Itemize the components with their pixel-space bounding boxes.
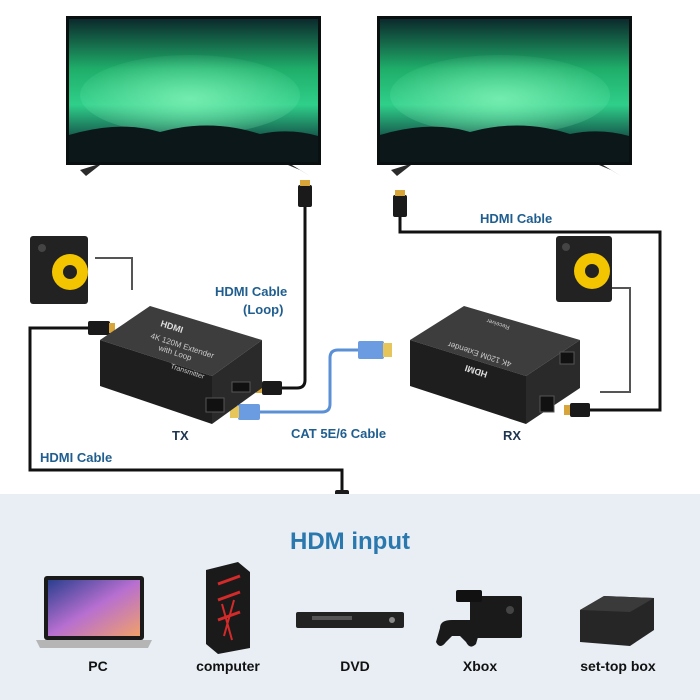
hdmi-cables (28, 205, 662, 492)
rj45-connectors (230, 341, 392, 420)
tx-device: HDMI 4K 120M Extender with Loop Transmit… (100, 306, 262, 424)
input-title: HDM input (290, 528, 410, 555)
label-loop: (Loop) (243, 302, 284, 317)
label-rx: RX (503, 428, 522, 443)
label-hdmi-cable-loop: HDMI Cable (215, 284, 288, 299)
label-hdmi-cable-left: HDMI Cable (40, 450, 113, 465)
speaker-left (30, 236, 88, 304)
tv-right (377, 16, 632, 176)
device-label-pc: PC (88, 658, 108, 674)
device-label-dvd: DVD (340, 658, 370, 674)
device-label-computer: computer (196, 658, 260, 674)
tv-left (66, 16, 321, 176)
label-cat-cable: CAT 5E/6 Cable (291, 426, 387, 441)
cat-cable (258, 348, 360, 414)
device-label-set-top-box: set-top box (580, 658, 656, 674)
rx-device: HDMI 4K 120M Extender Receiver (410, 306, 580, 424)
speaker-right (556, 236, 612, 302)
label-tx: TX (172, 428, 189, 443)
label-hdmi-cable-right: HDMI Cable (480, 211, 553, 226)
device-label-xbox: Xbox (462, 658, 498, 674)
